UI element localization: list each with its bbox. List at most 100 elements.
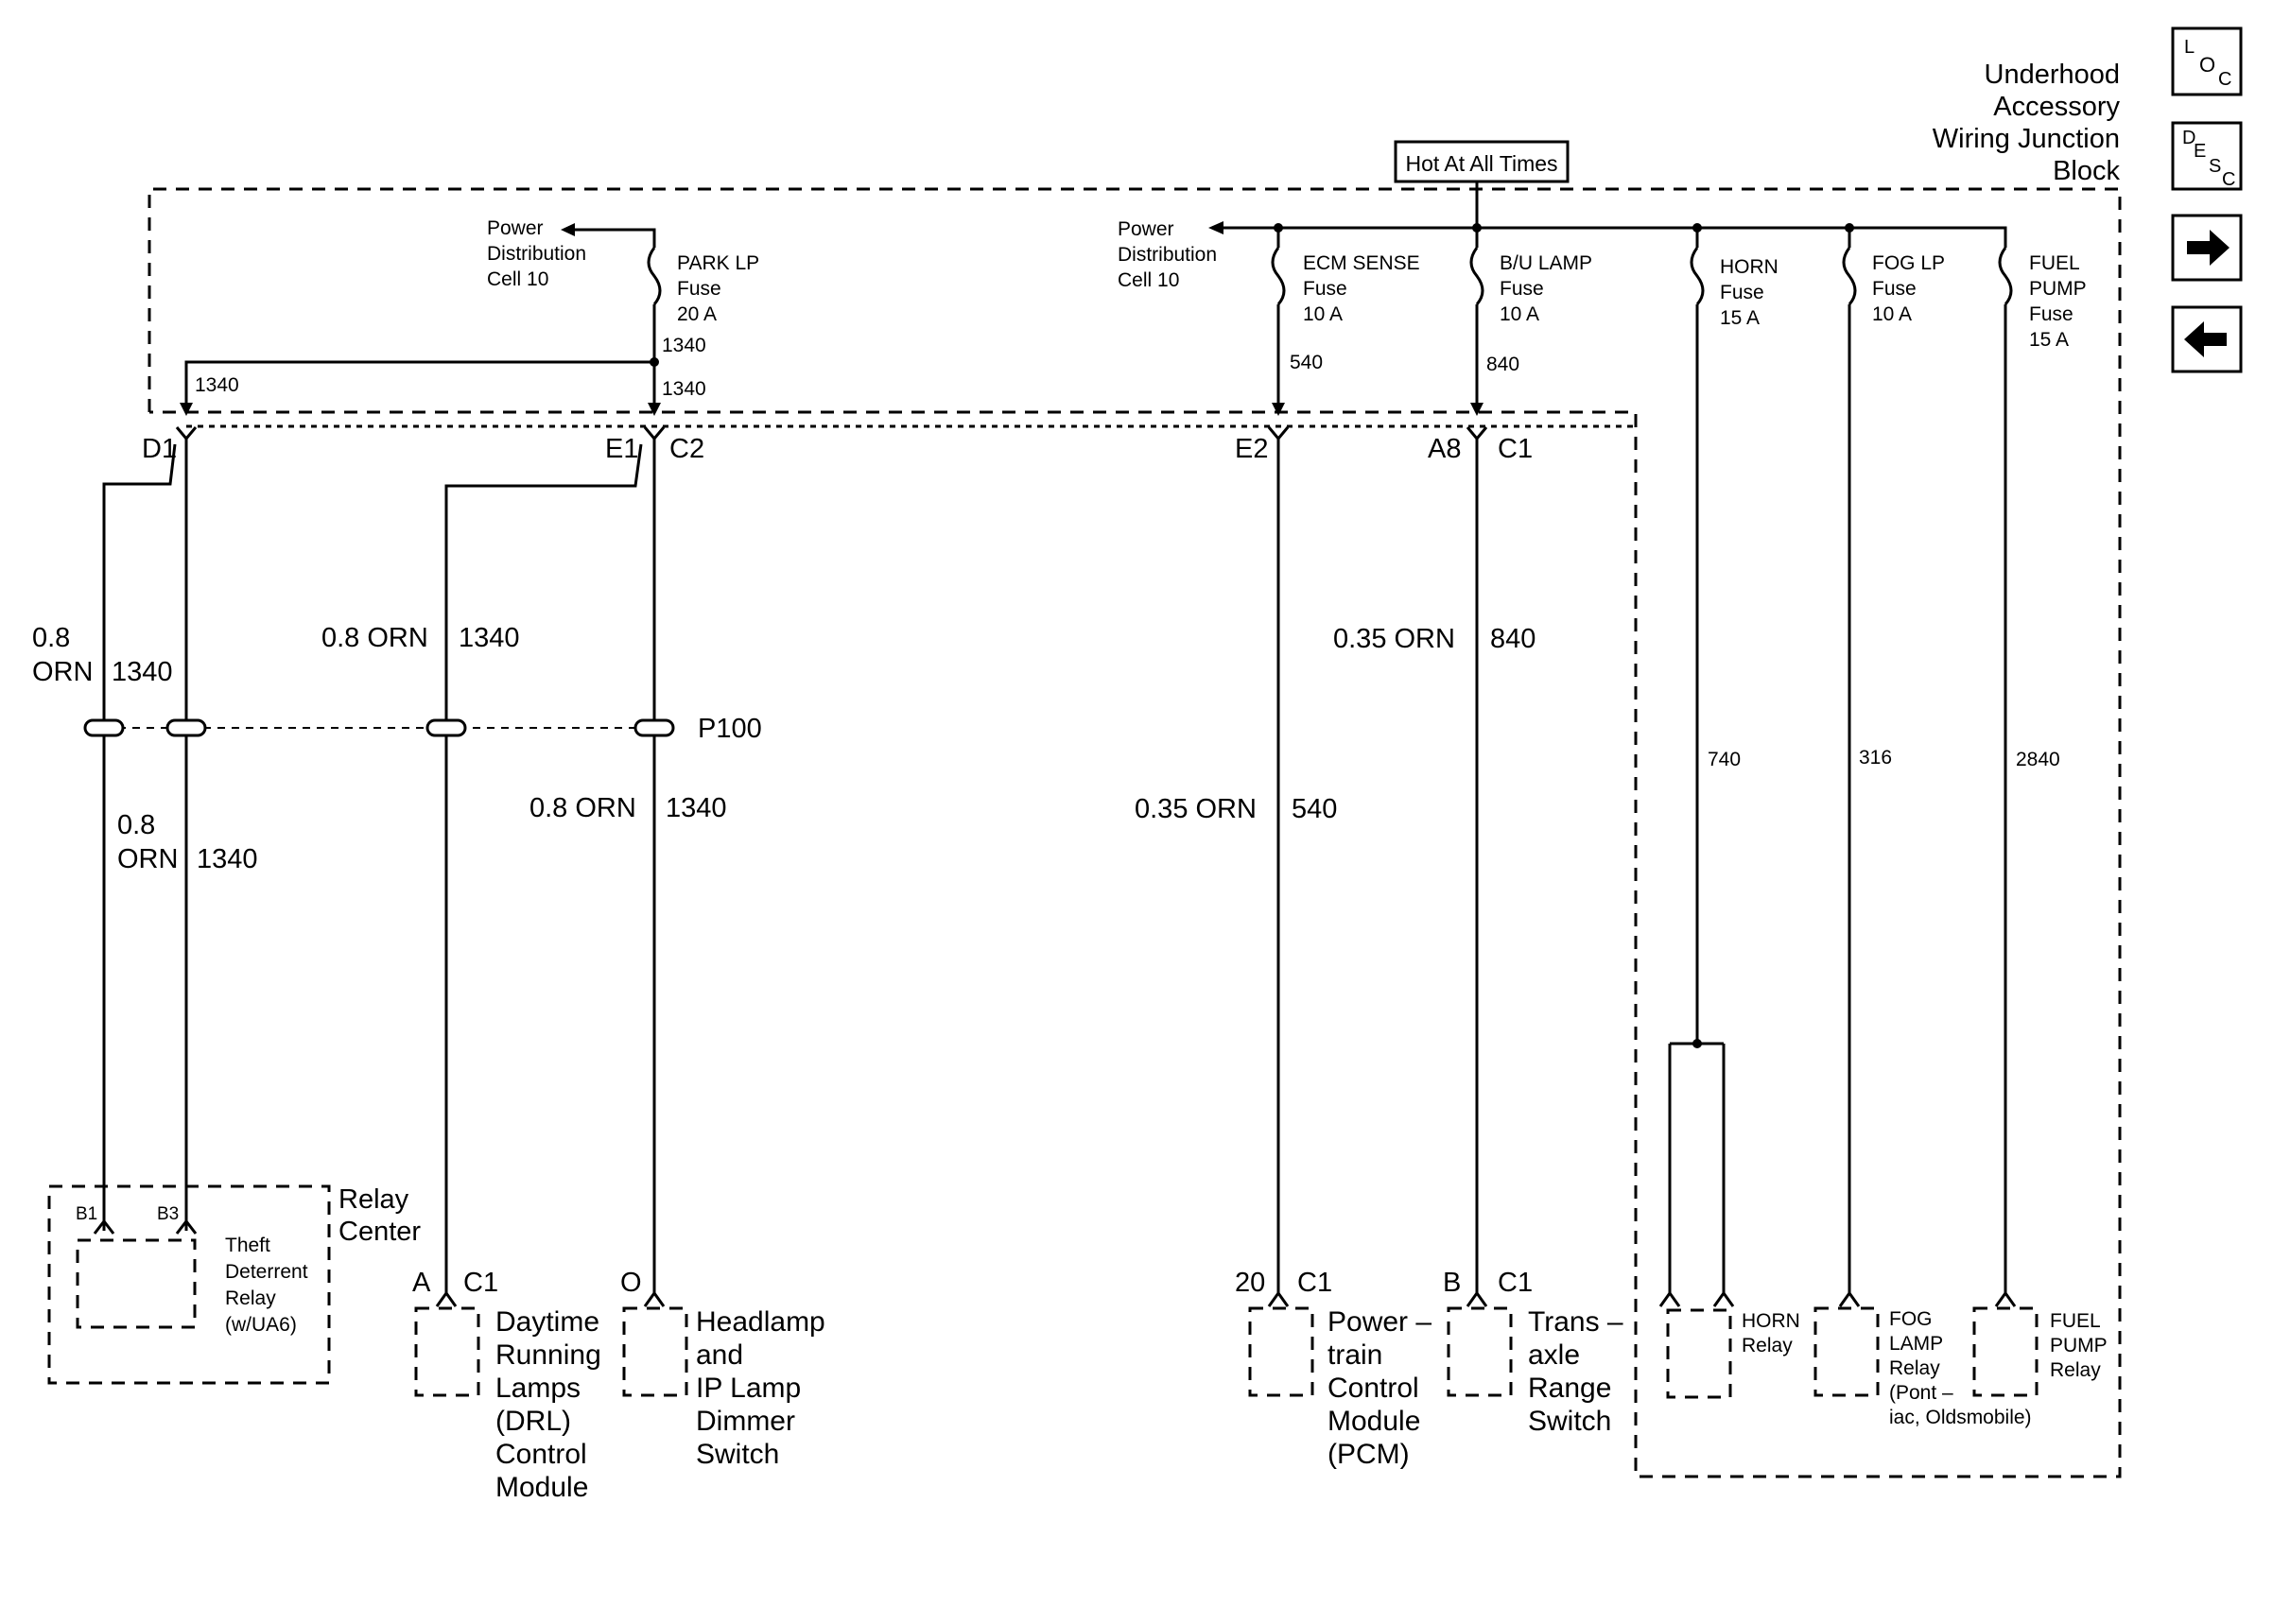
svg-text:PARK LP: PARK LP bbox=[677, 252, 759, 274]
svg-text:A: A bbox=[412, 1268, 431, 1298]
svg-text:(PCM): (PCM) bbox=[1327, 1439, 1410, 1470]
svg-text:540: 540 bbox=[1292, 794, 1337, 824]
svg-text:0.8 ORN: 0.8 ORN bbox=[529, 793, 636, 823]
svg-text:FOG LP: FOG LP bbox=[1872, 252, 1945, 274]
svg-text:Deterrent: Deterrent bbox=[225, 1261, 308, 1283]
svg-text:iac, Oldsmobile): iac, Oldsmobile) bbox=[1889, 1407, 2032, 1428]
svg-text:IP Lamp: IP Lamp bbox=[696, 1373, 801, 1404]
internal-circuit-labels: 1340 1340 1340 540 840 740 316 2840 bbox=[195, 335, 2060, 770]
block-title: Underhood Accessory Wiring Junction Bloc… bbox=[1933, 60, 2121, 186]
svg-text:LAMP: LAMP bbox=[1889, 1333, 1943, 1355]
svg-text:C: C bbox=[2218, 69, 2231, 90]
svg-text:Wiring Junction: Wiring Junction bbox=[1933, 124, 2120, 154]
previous-page-button[interactable] bbox=[2171, 305, 2243, 373]
svg-text:Control: Control bbox=[1327, 1373, 1419, 1404]
power-distribution-left: Power Distribution Cell 10 bbox=[487, 217, 586, 290]
svg-text:Fuse: Fuse bbox=[1303, 278, 1347, 300]
svg-text:Relay: Relay bbox=[2050, 1359, 2101, 1381]
svg-text:1340: 1340 bbox=[195, 374, 239, 396]
svg-text:B1: B1 bbox=[76, 1204, 97, 1224]
svg-text:C: C bbox=[2222, 169, 2235, 190]
svg-text:316: 316 bbox=[1859, 747, 1892, 769]
fog-lamp-relay: FOG LAMP Relay (Pont – iac, Oldsmobile) bbox=[1813, 1306, 2032, 1428]
desc-button[interactable]: D E S C bbox=[2171, 121, 2243, 191]
p100-connectors bbox=[83, 718, 675, 737]
svg-text:Lamps: Lamps bbox=[495, 1373, 581, 1404]
horn-relay: HORN Relay bbox=[1666, 1308, 1800, 1399]
svg-text:Power: Power bbox=[1118, 218, 1174, 240]
svg-text:1340: 1340 bbox=[662, 378, 706, 400]
svg-text:Fuse: Fuse bbox=[1872, 278, 1917, 300]
junction-internal-wires bbox=[184, 304, 1479, 412]
svg-text:C2: C2 bbox=[669, 434, 704, 464]
horn-split-dot bbox=[1692, 1039, 1702, 1048]
svg-text:E2: E2 bbox=[1235, 434, 1268, 464]
svg-text:0.35 ORN: 0.35 ORN bbox=[1135, 794, 1257, 824]
svg-text:O: O bbox=[620, 1268, 642, 1298]
power-bus bbox=[561, 181, 2007, 248]
svg-text:C1: C1 bbox=[463, 1268, 498, 1298]
loc-button[interactable]: L O C bbox=[2171, 26, 2243, 96]
svg-text:Power: Power bbox=[487, 217, 544, 239]
svg-text:Block: Block bbox=[2053, 156, 2120, 186]
svg-text:0.8 ORN: 0.8 ORN bbox=[321, 623, 428, 653]
svg-text:C1: C1 bbox=[1498, 1268, 1533, 1298]
pcm-module: Power – train Control Module (PCM) bbox=[1248, 1306, 1431, 1470]
svg-text:E1: E1 bbox=[605, 434, 638, 464]
svg-text:Cell 10: Cell 10 bbox=[1118, 269, 1179, 291]
svg-text:Daytime: Daytime bbox=[495, 1306, 599, 1338]
svg-text:B/U LAMP: B/U LAMP bbox=[1500, 252, 1592, 274]
svg-text:Accessory: Accessory bbox=[1993, 92, 2120, 122]
wire-labels: 0.8 ORN 1340 0.8 ORN 1340 0.8 ORN 1340 0… bbox=[32, 623, 1536, 874]
svg-text:Relay: Relay bbox=[338, 1184, 409, 1215]
fuel-pump-relay: FUEL PUMP Relay bbox=[1972, 1306, 2108, 1397]
power-distribution-right: Power Distribution Cell 10 bbox=[1118, 218, 1217, 291]
connector-terminals bbox=[175, 426, 1488, 441]
svg-text:E: E bbox=[2194, 141, 2206, 162]
svg-text:Hot At All Times: Hot At All Times bbox=[1405, 151, 1557, 176]
svg-text:Center: Center bbox=[338, 1217, 421, 1247]
svg-text:D1: D1 bbox=[142, 434, 177, 464]
connector-labels: D1 E1 C2 E2 A8 C1 P100 bbox=[142, 434, 1533, 744]
svg-text:840: 840 bbox=[1486, 354, 1519, 375]
svg-text:10 A: 10 A bbox=[1303, 303, 1343, 325]
arrow-right-icon bbox=[2187, 230, 2230, 266]
svg-text:Control: Control bbox=[495, 1439, 587, 1470]
svg-text:2840: 2840 bbox=[2016, 749, 2060, 770]
svg-text:HORN: HORN bbox=[1720, 256, 1778, 278]
svg-text:840: 840 bbox=[1490, 624, 1536, 654]
svg-text:Running: Running bbox=[495, 1339, 601, 1371]
svg-text:O: O bbox=[2199, 53, 2215, 77]
svg-text:PUMP: PUMP bbox=[2050, 1335, 2108, 1356]
svg-text:B3: B3 bbox=[157, 1204, 179, 1224]
svg-text:Switch: Switch bbox=[696, 1439, 779, 1470]
svg-text:1340: 1340 bbox=[197, 844, 258, 874]
svg-text:1340: 1340 bbox=[459, 623, 520, 653]
svg-text:20 A: 20 A bbox=[677, 303, 717, 325]
svg-text:D: D bbox=[2182, 128, 2195, 148]
svg-text:Theft: Theft bbox=[225, 1235, 270, 1256]
svg-text:FUEL: FUEL bbox=[2029, 252, 2080, 274]
svg-text:Relay: Relay bbox=[1889, 1357, 1940, 1379]
svg-text:S: S bbox=[2209, 156, 2221, 177]
svg-text:(DRL): (DRL) bbox=[495, 1406, 571, 1437]
svg-text:C1: C1 bbox=[1498, 434, 1533, 464]
external-wires bbox=[102, 304, 2007, 1293]
svg-text:Headlamp: Headlamp bbox=[696, 1306, 825, 1338]
svg-text:20: 20 bbox=[1235, 1268, 1265, 1298]
svg-text:Switch: Switch bbox=[1528, 1406, 1611, 1437]
svg-text:PUMP: PUMP bbox=[2029, 278, 2087, 300]
svg-text:B: B bbox=[1443, 1268, 1461, 1298]
arrowheads bbox=[180, 403, 1484, 416]
svg-text:HORN: HORN bbox=[1742, 1310, 1800, 1332]
svg-text:740: 740 bbox=[1708, 749, 1741, 770]
headlamp-dimmer-switch: Headlamp and IP Lamp Dimmer Switch bbox=[622, 1306, 825, 1470]
next-page-button[interactable] bbox=[2171, 214, 2243, 282]
svg-text:10 A: 10 A bbox=[1872, 303, 1912, 325]
